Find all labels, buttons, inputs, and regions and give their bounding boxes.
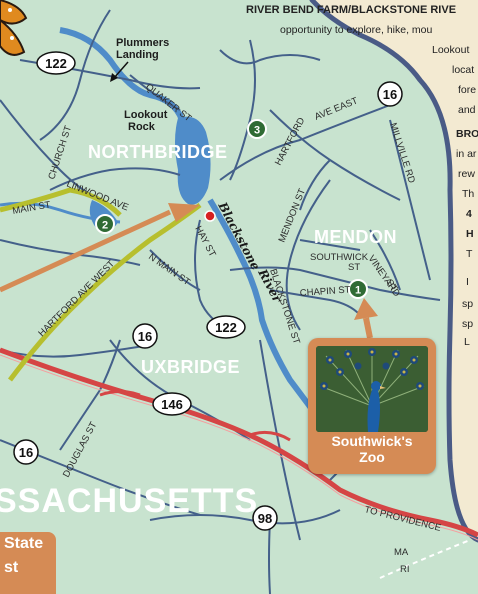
landing-pointer — [113, 61, 129, 79]
street-chapin: CHAPIN ST — [299, 284, 351, 299]
town-mendon: MENDON — [314, 227, 397, 247]
route-shield: 16 — [13, 439, 39, 465]
state-line-ri: RI — [400, 564, 410, 575]
street-southwick-1: SOUTHWICK — [310, 252, 369, 263]
route-146-label: 146 — [161, 397, 183, 412]
state-line-ma: MA — [394, 547, 409, 558]
marker-1-label: 1 — [355, 285, 361, 297]
route-98-label: 98 — [258, 511, 272, 526]
state-name: SSACHUSETTS — [0, 482, 258, 520]
state-park-line-2: st — [4, 559, 19, 576]
route-shield: 122 — [36, 51, 76, 75]
butterfly-icon — [0, 0, 28, 56]
lookout-rock-label-2: Rock — [128, 121, 156, 133]
arrow-to-zoo — [363, 317, 373, 339]
state-line — [379, 539, 471, 579]
state-park-tab[interactable]: State st — [0, 532, 56, 594]
street-southwick-2: ST — [348, 262, 360, 273]
route-shield: 16 — [377, 81, 403, 107]
route-shield: 16 — [132, 323, 158, 349]
marker-2: 2 — [95, 214, 115, 234]
peacock-photo — [316, 346, 428, 432]
route-16-east-label: 16 — [383, 87, 397, 102]
zoo-label-2: Zoo — [359, 449, 385, 465]
arrow-head-river-bend — [168, 203, 200, 222]
route-122-north-label: 122 — [45, 56, 67, 71]
header-line-5: and — [458, 104, 476, 116]
sidebar-line-5: 4 — [466, 208, 472, 220]
sidebar-line-7: T — [466, 248, 473, 260]
rail-trail — [0, 187, 202, 382]
marker-2-label: 2 — [102, 220, 108, 232]
header-title: RIVER BEND FARM/BLACKSTONE RIVE — [246, 4, 457, 16]
sidebar-line-3: rew — [458, 168, 475, 180]
sidebar-line-10: sp — [462, 318, 474, 330]
map-border — [309, 0, 478, 543]
sidebar-line-1: BRO — [456, 128, 478, 140]
plummers-landing-label-2: Landing — [116, 49, 159, 61]
sidebar-line-6: H — [466, 228, 474, 240]
lookout-rock-label-1: Lookout — [124, 109, 168, 121]
plummers-landing-label-1: Plummers — [116, 37, 169, 49]
header-line-2: Lookout — [432, 44, 470, 56]
state-park-line-1: State — [4, 535, 44, 552]
town-uxbridge: UXBRIDGE — [141, 357, 240, 377]
sidebar-line-9: sp — [462, 298, 474, 310]
sidebar-line-4: Th — [462, 188, 475, 200]
header-line-4: fore — [458, 84, 477, 96]
landing-pointer-head — [110, 73, 118, 82]
blackstone-river — [207, 198, 323, 422]
marker-3-label: 3 — [254, 125, 260, 137]
arrow-to-river-bend — [0, 209, 172, 293]
route-16-mid-label: 16 — [138, 329, 152, 344]
sidebar-line-2: in ar — [456, 148, 477, 160]
route-16-west-label: 16 — [19, 445, 33, 460]
northbridge-pond — [175, 116, 211, 205]
marker-1: 1 — [348, 279, 368, 299]
arrow-head-zoo — [354, 298, 378, 320]
zoo-label-1: Southwick's — [331, 433, 413, 449]
header-line-1: opportunity to explore, hike, mou — [280, 24, 433, 36]
river-bend-dot — [204, 210, 216, 222]
route-122-south-label: 122 — [215, 320, 237, 335]
sidebar-line-8: I — [466, 276, 469, 288]
sidebar-line-11: L — [464, 336, 470, 348]
route-shield: 122 — [206, 315, 246, 339]
route-shield: 98 — [252, 505, 278, 531]
peacock-icon — [316, 346, 428, 432]
zoo-card[interactable]: Southwick's Zoo — [308, 338, 436, 474]
marker-3: 3 — [247, 119, 267, 139]
route-shield: 146 — [152, 392, 192, 416]
town-northbridge: NORTHBRIDGE — [88, 142, 228, 162]
header-line-3: locat — [452, 64, 475, 76]
highway-network — [0, 347, 478, 541]
